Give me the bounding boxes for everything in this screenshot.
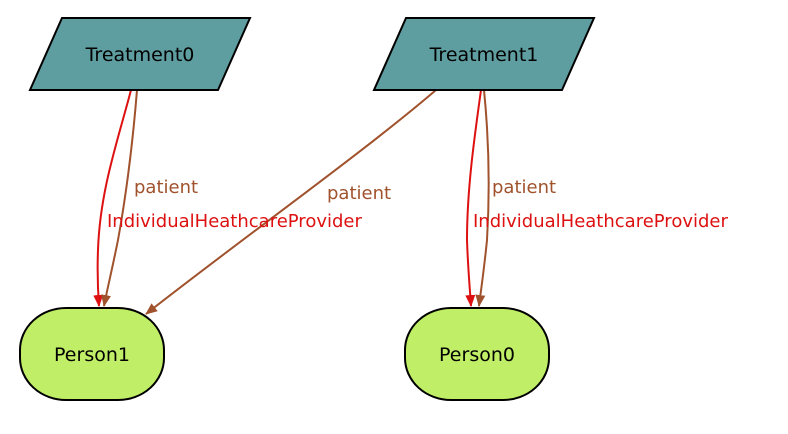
node-treatment0[interactable]: Treatment0 bbox=[28, 17, 252, 91]
treatment1-label: Treatment1 bbox=[429, 44, 539, 66]
node-person0[interactable]: Person0 bbox=[404, 307, 550, 401]
edge-treatment0-person1-patient[interactable] bbox=[101, 89, 138, 307]
person0-label: Person0 bbox=[439, 344, 515, 366]
node-person1[interactable]: Person1 bbox=[19, 307, 165, 401]
edges-layer bbox=[93, 89, 490, 315]
edge-label-treatment0-provider: IndividualHeathcareProvider bbox=[107, 211, 362, 232]
node-treatment1[interactable]: Treatment1 bbox=[372, 17, 596, 91]
person1-shape bbox=[19, 307, 165, 401]
edge-treatment1-person0-provider[interactable] bbox=[465, 89, 482, 307]
edge-treatment1-person1-patient[interactable] bbox=[145, 89, 437, 315]
edge-labels-layer: patient IndividualHeathcareProvider pati… bbox=[107, 177, 728, 232]
edge-label-treatment0-patient: patient bbox=[134, 177, 198, 198]
edge-treatment1-person0-patient[interactable] bbox=[475, 89, 490, 307]
person0-shape bbox=[404, 307, 550, 401]
treatment0-shape bbox=[28, 17, 252, 91]
edge-treatment0-person1-provider[interactable] bbox=[93, 89, 132, 307]
edge-label-treatment1-provider: IndividualHeathcareProvider bbox=[473, 211, 728, 232]
treatment1-shape bbox=[372, 17, 596, 91]
treatment0-label: Treatment0 bbox=[85, 44, 195, 66]
person1-label: Person1 bbox=[54, 344, 130, 366]
edge-label-treatment1-person1-patient: patient bbox=[327, 183, 391, 204]
edge-label-treatment1-person0-patient: patient bbox=[492, 177, 556, 198]
